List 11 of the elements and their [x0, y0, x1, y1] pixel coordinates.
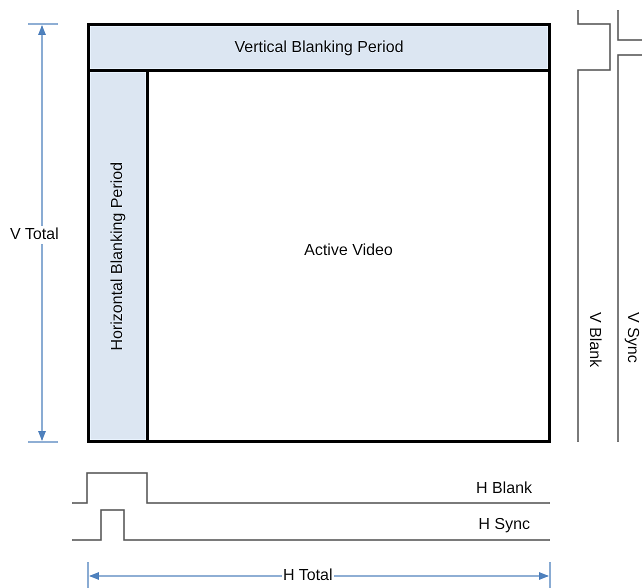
active-video-area [146, 69, 551, 443]
blanking-band [87, 69, 149, 443]
signal-label: V Sync [623, 312, 641, 363]
region-label: Active Video [304, 242, 393, 260]
signal-label: V Blank [585, 312, 603, 368]
signal-label: H Blank [476, 480, 532, 498]
signal-label: H Sync [478, 516, 530, 534]
dimension-label: V Total [9, 226, 60, 244]
blanking-band [87, 23, 551, 72]
region-label: Vertical Blanking Period [234, 38, 404, 56]
region-label: Horizontal Blanking Period [109, 162, 127, 350]
